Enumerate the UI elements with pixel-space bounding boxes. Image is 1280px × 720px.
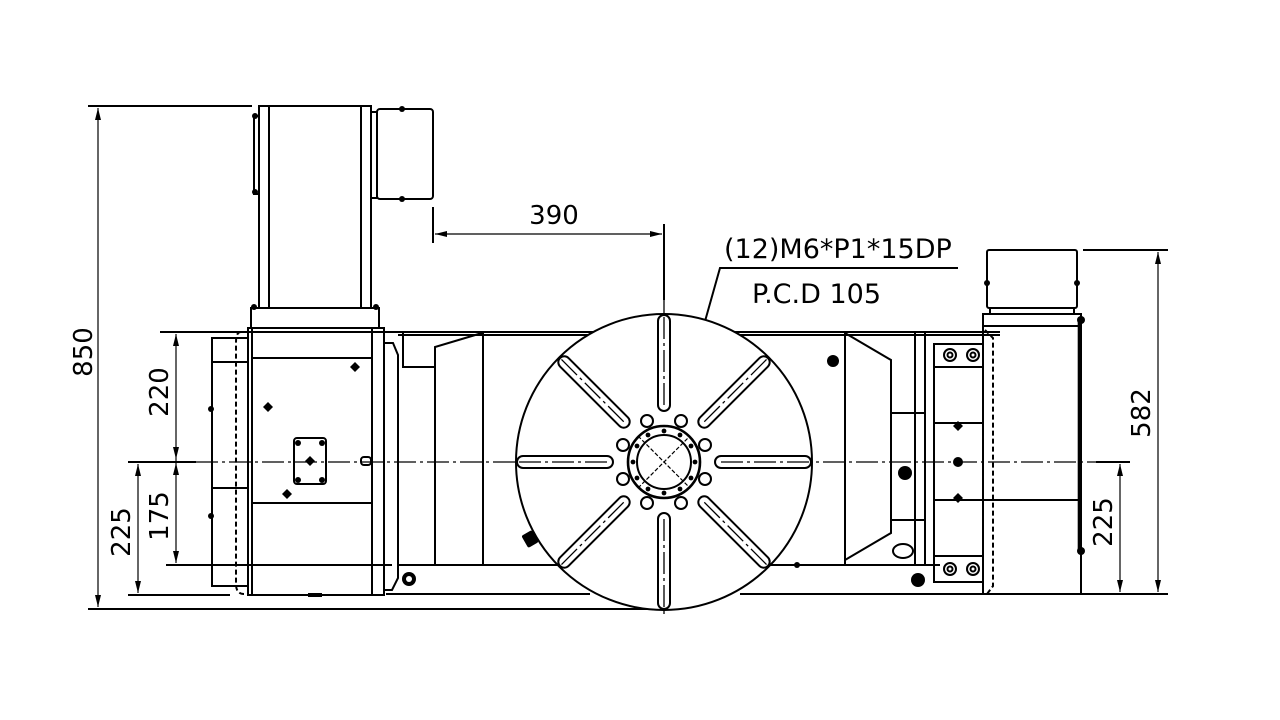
dimension-225-left: 225 <box>107 461 230 596</box>
t-slots <box>516 314 812 610</box>
faceplate <box>515 313 813 611</box>
thread-spec-label: (12)M6*P1*15DP <box>724 234 952 265</box>
clamp-bolts <box>943 348 980 576</box>
pcd-label: P.C.D 105 <box>752 279 881 310</box>
tailstock <box>933 249 1085 595</box>
thread-note: (12)M6*P1*15DP P.C.D 105 <box>679 234 958 411</box>
dimension-225-right: 225 <box>1089 461 1130 592</box>
main-body <box>88 332 1000 610</box>
dimension-390: 390 <box>432 201 665 300</box>
servo-motor <box>250 105 434 329</box>
bolt-holes <box>616 414 712 510</box>
dim-850-label: 850 <box>69 327 99 377</box>
junction-box <box>293 437 327 485</box>
dim-390-label: 390 <box>529 201 579 231</box>
dimension-220-175: 220 175 <box>145 331 240 566</box>
left-housing <box>160 327 1000 597</box>
center-bore <box>626 424 702 500</box>
dim-225-right-label: 225 <box>1089 497 1119 547</box>
dim-225-left-label: 225 <box>107 507 137 557</box>
dim-582-label: 582 <box>1127 388 1157 438</box>
dim-220-label: 220 <box>145 367 175 417</box>
dim-175-label: 175 <box>145 491 175 541</box>
